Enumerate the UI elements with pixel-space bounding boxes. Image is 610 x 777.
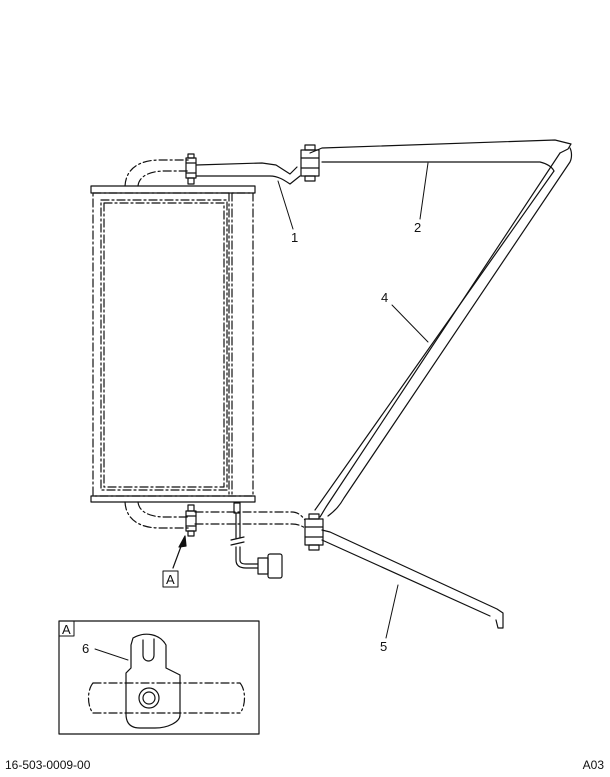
callout-4: 4 bbox=[381, 290, 388, 305]
detail-a-tag: A bbox=[62, 622, 71, 637]
callout-1: 1 bbox=[291, 230, 298, 245]
sheet-code: A03 bbox=[582, 758, 604, 772]
upper-nut-left bbox=[185, 153, 197, 185]
arm-4 bbox=[314, 147, 573, 518]
upper-clamp bbox=[300, 144, 320, 182]
leader-lines bbox=[94, 162, 429, 661]
callout-6: 6 bbox=[82, 641, 89, 656]
lower-nut-left bbox=[185, 504, 197, 537]
arm-1 bbox=[195, 162, 301, 185]
wire-harness bbox=[230, 502, 283, 579]
callout-5: 5 bbox=[380, 639, 387, 654]
callout-2: 2 bbox=[414, 220, 421, 235]
svg-text:A: A bbox=[166, 572, 175, 587]
mirror-head bbox=[90, 159, 306, 529]
detail-a-inset: A bbox=[58, 620, 260, 735]
detail-a-arrow bbox=[172, 535, 187, 569]
arm-2 bbox=[309, 139, 572, 172]
document-number: 16-503-0009-00 bbox=[5, 758, 91, 772]
detail-ref-box: A bbox=[162, 570, 179, 588]
lower-clamp bbox=[304, 513, 324, 551]
arm-5 bbox=[321, 529, 504, 629]
